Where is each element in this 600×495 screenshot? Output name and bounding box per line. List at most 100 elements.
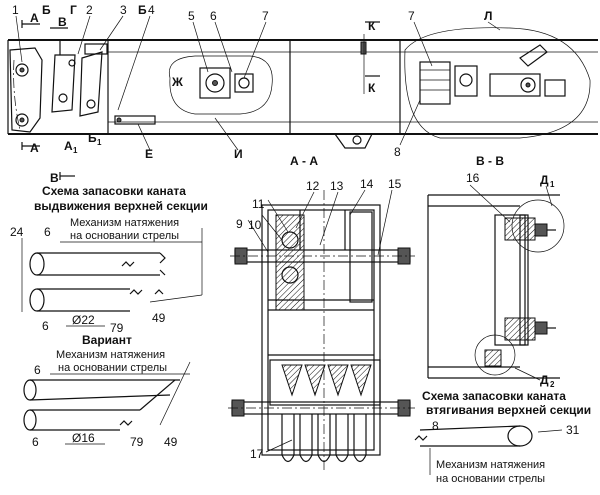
- leader-l: [487, 21, 501, 31]
- section-letter-a1-sub: 1: [73, 146, 78, 155]
- aa-leader-12: [295, 191, 315, 229]
- pivot-pin-1: [15, 63, 29, 77]
- leader-2: [77, 15, 91, 55]
- tension-link-1: [51, 54, 76, 113]
- base-bracket: [9, 47, 43, 133]
- vv-channel-flange: [519, 214, 529, 346]
- vv-corner-pad: [484, 349, 502, 367]
- callout-2: 2: [86, 3, 93, 17]
- scheme-extension-title-1: Схема запасовки каната: [42, 184, 186, 198]
- sheave: [205, 73, 225, 93]
- vv-detail-label-d1: Д: [540, 173, 549, 187]
- end-fitting: [489, 73, 541, 97]
- retraction-callout-8: 8: [432, 419, 439, 433]
- aa-callout-9: 9: [236, 217, 243, 231]
- end-pulley: [520, 77, 536, 93]
- section-letter-k-bottom: К: [368, 81, 376, 95]
- pin-center: [19, 67, 25, 73]
- diameter-label: Ø22: [72, 313, 95, 327]
- variant-sheave-lower: [23, 409, 37, 431]
- variant-note-1: Механизм натяжения: [56, 349, 165, 361]
- vv-leader-16: [469, 184, 511, 223]
- section-a-a: А - А: [228, 154, 415, 470]
- section-letter-a1: А: [64, 139, 73, 153]
- aa-callout-10: 10: [248, 218, 262, 232]
- link-pin-3: [68, 59, 76, 67]
- aa-leader-15: [377, 189, 393, 256]
- section-vv-title: В - В: [476, 154, 504, 168]
- marker-plate: [360, 41, 367, 55]
- aa-callout-12: 12: [306, 179, 320, 193]
- variant-title: Вариант: [82, 333, 132, 347]
- callout-1: 1: [12, 3, 19, 17]
- callout-7: 7: [262, 9, 269, 23]
- tension-link-2: [79, 51, 103, 117]
- zone-letter-e: Е: [145, 147, 153, 161]
- vv-slide-pad-bottom: [504, 317, 536, 341]
- aa-sheave-tooth-4: [350, 364, 372, 397]
- detail-zone-l: [404, 27, 591, 139]
- vv-detail-label-d1-sub: 1: [550, 180, 555, 189]
- retraction-rope-top: [419, 425, 521, 431]
- scheme-extension-title-2: выдвижения верхней секции: [34, 199, 208, 213]
- retraction-callout-31: 31: [566, 423, 580, 437]
- aa-groove-1: [281, 414, 295, 463]
- vv-detail-circle-d2: [474, 334, 516, 376]
- scheme-extension: Схема запасовки каната выдвижения верхне…: [10, 184, 208, 335]
- aa-callout-11: 11: [252, 197, 265, 211]
- vv-detail-label-d2-sub: 2: [550, 380, 555, 389]
- variant-sheave-upper: [23, 379, 37, 401]
- rope-anchor: [159, 252, 166, 276]
- pulley: [459, 73, 473, 87]
- top-leader-lines: [15, 15, 501, 151]
- end-pulley-axle: [525, 82, 531, 88]
- variant-rope-5: [139, 379, 176, 411]
- section-v-v: В - В 16 Д 1 Д 2: [427, 154, 565, 389]
- callout-6: 6: [210, 9, 217, 23]
- variant-callout-79: 79: [130, 435, 144, 449]
- callout-7b: 7: [408, 9, 415, 23]
- section-letter-v-top: В: [58, 15, 67, 29]
- pulley-frame: [419, 61, 451, 105]
- aa-sheave-tooth: [281, 364, 303, 397]
- section-letter-a-bottom: А: [30, 141, 39, 155]
- aa-callout-15: 15: [388, 177, 402, 191]
- pivot-pin-2: [15, 113, 29, 127]
- aa-sheave-tooth-3: [327, 364, 349, 397]
- callout-6-lower: 6: [42, 319, 49, 333]
- aa-groove-4: [335, 414, 349, 463]
- zone-letter-l: Л: [484, 9, 492, 23]
- variant-spring-anchor: [119, 420, 133, 426]
- leader-7: [243, 21, 267, 79]
- section-aa-title: А - А: [290, 154, 318, 168]
- variant-leader: [159, 361, 191, 426]
- leader-e: [137, 123, 151, 151]
- leader-i: [214, 117, 239, 151]
- top-view-labels: 1 2 3 4 5 6 7 7 8 А А Б Б В Г В К К А 1 …: [12, 3, 492, 185]
- leader-7b: [413, 21, 433, 67]
- leader-49: [149, 294, 203, 303]
- pin-center-2: [19, 117, 25, 123]
- zone-letter-i: И: [234, 147, 243, 161]
- boom-top-view: [7, 27, 598, 149]
- retraction-spring-anchor: [414, 435, 428, 441]
- variant-rope-2: [29, 394, 171, 401]
- vv-detail-circle-d1: [511, 199, 565, 253]
- spring-anchor-2: [129, 289, 143, 295]
- scheme-extension-note-1: Механизм натяжения: [70, 217, 179, 229]
- sheave-block: [199, 67, 231, 99]
- aa-callout-13: 13: [330, 179, 344, 193]
- section-letter-b2: Б: [138, 3, 147, 17]
- aa-callout-14: 14: [360, 177, 374, 191]
- section-letter-a-top: А: [30, 11, 39, 25]
- aa-inner-frame: [267, 209, 375, 451]
- leader-4: [117, 15, 151, 111]
- anchor-plate: [234, 73, 254, 93]
- aa-sheave-tooth-2: [304, 364, 326, 397]
- callout-79: 79: [110, 321, 124, 335]
- scheme-retraction: Схема запасовки каната втягивания верхне…: [414, 389, 591, 485]
- section-letter-b1-sub: 1: [97, 138, 102, 147]
- aa-leader-17: [265, 439, 293, 453]
